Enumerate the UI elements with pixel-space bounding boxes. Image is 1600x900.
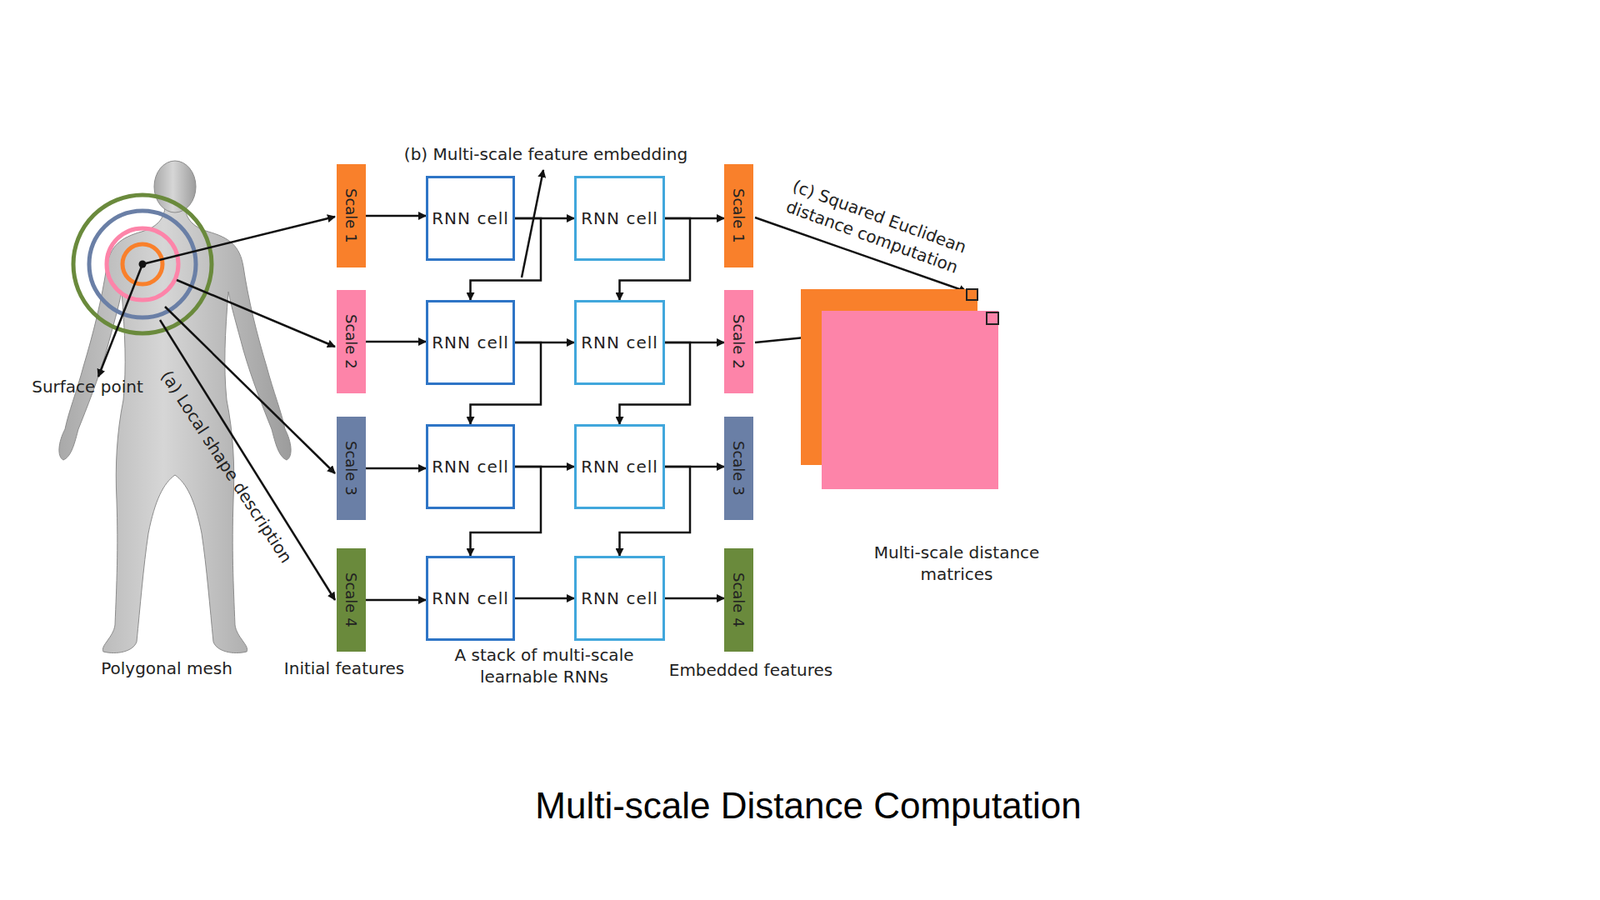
annotation-label: A stack of multi-scale learnable RNNs [435,644,653,688]
annotation-label: (b) Multi-scale feature embedding [379,143,713,165]
rnn-cell-box: RNN cell [574,424,665,510]
scale-label: Scale 4 [342,572,360,628]
cell-label: RNN cell [580,588,659,609]
scale-label: Scale 3 [730,440,748,496]
scale-label: Scale 2 [342,314,360,370]
feature-bar: Scale 2 [724,290,754,394]
annotation-label: Multi-scale distance matrices [860,541,1053,585]
flow-arrow [365,340,426,344]
feature-bar: Scale 2 [336,290,366,394]
annotation-label: (c) Squared Euclidean distance computati… [778,173,974,280]
cell-label: RNN cell [431,456,510,477]
feature-bar: Scale 1 [724,164,754,268]
flow-arrow [365,599,426,602]
rnn-cell-box: RNN cell [574,300,665,385]
cell-label: RNN cell [580,332,659,353]
distance-matrices [800,289,999,490]
scale-label: Scale 4 [730,572,748,628]
feature-bar: Scale 3 [336,416,366,520]
feature-bar: Scale 3 [724,416,754,520]
flow-arrow [365,467,426,470]
rnn-cell-box: RNN cell [574,555,665,641]
caption: Multi-scale Distance Computation [383,781,1234,830]
rnn-cell-box: RNN cell [425,555,515,641]
annotation-label: Initial features [269,657,420,680]
flow-arrow [665,597,725,600]
cell-label: RNN cell [431,332,510,353]
cell-label: RNN cell [580,456,659,477]
scale-label: Scale 1 [730,188,748,244]
rnn-cell-box: RNN cell [425,300,515,385]
feature-bar: Scale 4 [336,548,366,652]
rnn-cell-box: RNN cell [425,424,515,510]
cell-label: RNN cell [431,208,510,229]
feature-bar: Scale 4 [724,548,754,652]
rnn-cell-box: RNN cell [425,175,515,261]
cell-label: RNN cell [580,208,659,229]
annotation-label: Polygonal mesh [83,657,250,680]
cell-label: RNN cell [431,588,510,609]
rnn-cell-box: RNN cell [574,175,665,261]
scale-label: Scale 2 [730,314,748,370]
flow-arrow [365,215,426,218]
annotation-label: (a) Local shape description [151,359,302,574]
flow-arrow [515,597,575,600]
annotation-label: Embedded features [655,659,847,681]
feature-bar: Scale 1 [336,164,366,268]
annotation-label: Surface point [25,375,150,398]
scale-label: Scale 3 [342,440,360,496]
scale-label: Scale 1 [342,188,360,244]
